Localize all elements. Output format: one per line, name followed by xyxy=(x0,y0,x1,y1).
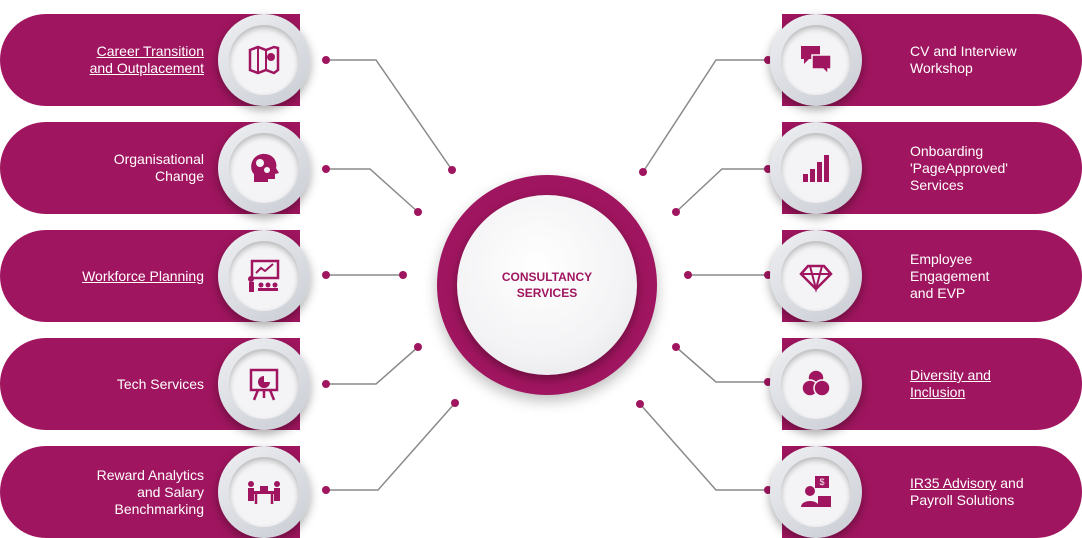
connector-dot xyxy=(414,343,422,351)
connector-dot xyxy=(636,400,644,408)
service-label-line: Organisational xyxy=(113,151,204,167)
service-label: Onboarding'PageApproved'Services xyxy=(910,143,1008,194)
service-label-line: Benchmarking xyxy=(114,500,205,517)
service-label: Tech Services xyxy=(117,376,204,393)
advisor-icon: $ xyxy=(801,476,831,507)
icon-disc xyxy=(781,133,851,203)
connector-line xyxy=(326,168,419,213)
connector-dot xyxy=(639,168,647,176)
connector-dot xyxy=(672,208,680,216)
meeting-table-icon xyxy=(248,481,280,504)
map-icon xyxy=(248,45,280,75)
service-label-line: Employee xyxy=(910,250,973,267)
connector-dot xyxy=(684,271,692,279)
connector-dot xyxy=(672,343,680,351)
connector-dot xyxy=(322,486,330,494)
icon-disc xyxy=(781,349,851,419)
service-label-line[interactable]: Workforce Planning xyxy=(82,267,204,284)
service-label-line: 'PageApproved' xyxy=(910,159,1008,176)
central-hub: CONSULTANCY SERVICES xyxy=(437,175,657,395)
connector-line xyxy=(326,402,456,491)
icon-disc xyxy=(229,133,299,203)
service-label-line: Change xyxy=(154,168,204,184)
connector-line xyxy=(675,168,768,213)
service-label: Workforce Planning xyxy=(82,268,204,285)
bar-chart-icon xyxy=(803,155,829,182)
presentation-icon xyxy=(248,259,280,292)
chat-bubbles-icon-badge xyxy=(770,14,862,106)
venn-icon xyxy=(801,369,831,397)
diamond-icon-badge xyxy=(770,230,862,322)
bar-chart-icon-badge xyxy=(770,122,862,214)
connector-dot xyxy=(448,166,456,174)
service-label-line[interactable]: and Outplacement xyxy=(89,60,204,76)
hub-disc: CONSULTANCY SERVICES xyxy=(457,195,637,375)
icon-disc: $ xyxy=(781,457,851,527)
connector-dot xyxy=(451,399,459,407)
service-label-line: Workshop xyxy=(910,60,973,76)
connector-dot xyxy=(322,271,330,279)
connector-dot xyxy=(322,56,330,64)
connector-line xyxy=(326,346,419,385)
service-label-line[interactable]: Career Transition xyxy=(96,43,204,59)
service-label-line: CV and Interview xyxy=(910,43,1017,59)
icon-disc xyxy=(781,25,851,95)
service-label-line: Engagement xyxy=(910,267,990,284)
venn-icon-badge xyxy=(770,338,862,430)
head-gears-icon xyxy=(251,153,279,182)
icon-disc xyxy=(229,349,299,419)
connector-line xyxy=(639,403,768,491)
service-label-line: IR35 Advisory and xyxy=(910,475,1024,491)
icon-disc xyxy=(229,25,299,95)
service-label-line: Reward Analytics xyxy=(96,466,204,483)
connector-dot xyxy=(322,380,330,388)
map-icon-badge xyxy=(218,14,310,106)
easel-chart-icon-badge xyxy=(218,338,310,430)
diamond-icon xyxy=(799,264,833,293)
icon-disc xyxy=(229,241,299,311)
service-label-line: Services xyxy=(910,176,964,193)
service-label-line: Tech Services xyxy=(116,375,204,392)
icon-disc xyxy=(781,241,851,311)
service-label-line: Onboarding xyxy=(910,142,984,159)
connector-dot xyxy=(322,165,330,173)
service-label-line[interactable]: Diversity and xyxy=(910,367,991,383)
presentation-icon-badge xyxy=(218,230,310,322)
service-label-line: and EVP xyxy=(910,284,966,301)
connector-line xyxy=(642,59,768,173)
easel-chart-icon xyxy=(249,368,279,401)
advisor-icon-badge: $ xyxy=(770,446,862,538)
service-label-line: Payroll Solutions xyxy=(910,492,1015,508)
meeting-table-icon-badge xyxy=(218,446,310,538)
service-label-line[interactable]: Inclusion xyxy=(910,384,966,400)
connector-line xyxy=(675,346,768,383)
connector-dot xyxy=(399,271,407,279)
connector-line xyxy=(326,59,453,171)
head-gears-icon-badge xyxy=(218,122,310,214)
hub-title: CONSULTANCY SERVICES xyxy=(457,269,637,301)
hub-title-line2: SERVICES xyxy=(516,286,578,300)
connector-dot xyxy=(414,208,422,216)
icon-disc xyxy=(229,457,299,527)
service-label-line: and Salary xyxy=(137,483,204,500)
hub-title-line1: CONSULTANCY xyxy=(501,270,593,284)
svg-text:$: $ xyxy=(819,477,824,487)
chat-bubbles-icon xyxy=(801,46,832,76)
